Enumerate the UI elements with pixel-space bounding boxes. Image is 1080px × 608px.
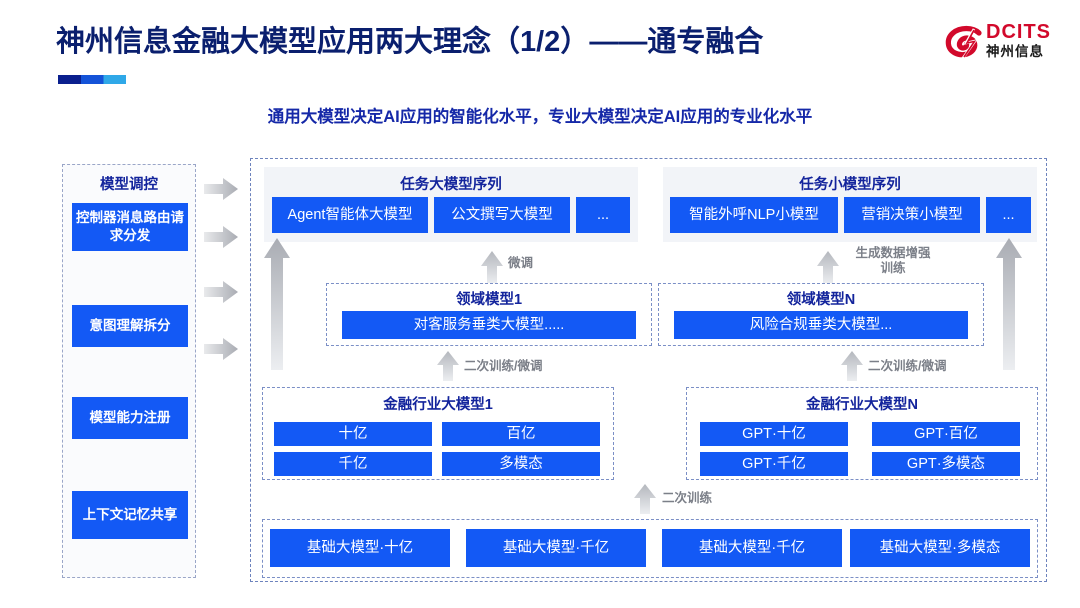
task-model-marketing-decision[interactable]: 营销决策小模型: [844, 197, 980, 233]
arrow-label-retrain-finetune-right: 二次训练/微调: [868, 359, 947, 373]
logo-text-block: DCITS 神州信息: [986, 22, 1051, 60]
task-model-agent[interactable]: Agent智能体大模型: [272, 197, 428, 233]
task-model-more[interactable]: ...: [576, 197, 630, 233]
task-large-model-heading: 任务大模型序列: [400, 177, 502, 193]
sidebar-title: 模型调控: [100, 177, 158, 193]
arrow-up-icon-retrain-finetune-left: [437, 351, 459, 381]
arrow-label-dataaug-line1: 生成数据增强: [855, 246, 931, 260]
industry-model-n-item-1[interactable]: GPT·十亿: [700, 422, 848, 446]
arrow-label-retrain: 二次训练: [662, 491, 713, 505]
industry-model-n-heading: 金融行业大模型N: [806, 397, 918, 413]
base-model-1[interactable]: 基础大模型·十亿: [270, 529, 450, 567]
page-subtitle: 通用大模型决定AI应用的智能化水平，专业大模型决定AI应用的专业化水平: [267, 108, 813, 126]
page-title: 神州信息金融大模型应用两大理念（1/2）——通专融合: [56, 26, 764, 58]
sidebar-item-context-memory[interactable]: 上下文记忆共享: [72, 491, 188, 539]
base-model-4[interactable]: 基础大模型·多模态: [850, 529, 1030, 567]
industry-model-1-item-1[interactable]: 十亿: [274, 422, 432, 446]
industry-model-1-heading: 金融行业大模型1: [383, 397, 493, 413]
arrow-right-icon-2: [204, 226, 238, 248]
arrow-label-finetune-left: 微调: [508, 256, 534, 270]
arrow-label-dataaug-line2: 训练: [880, 261, 906, 275]
arrow-label-retrain-finetune-left: 二次训练/微调: [464, 359, 543, 373]
arrow-up-icon-tall-right: [996, 238, 1022, 370]
task-model-outbound-nlp[interactable]: 智能外呼NLP小模型: [670, 197, 838, 233]
title-underline-rule: [58, 75, 126, 84]
sidebar-item-capability-registry[interactable]: 模型能力注册: [72, 397, 188, 439]
industry-model-n-item-3[interactable]: GPT·千亿: [700, 452, 848, 476]
sidebar-item-controller-routing[interactable]: 控制器消息路由请求分发: [72, 203, 188, 251]
arrow-up-icon-dataaug-right: [817, 251, 839, 284]
dcits-logo: DCITS 神州信息: [944, 20, 1062, 72]
arrow-right-icon-4: [204, 338, 238, 360]
arrow-up-icon-retrain: [634, 484, 656, 514]
sidebar-item-intent-parsing[interactable]: 意图理解拆分: [72, 305, 188, 347]
industry-model-1-item-4[interactable]: 多模态: [442, 452, 600, 476]
logo-cn-text: 神州信息: [986, 44, 1044, 59]
base-model-3[interactable]: 基础大模型·千亿: [662, 529, 842, 567]
domain-model-1-heading: 领域模型1: [455, 292, 523, 308]
arrow-up-icon-finetune-left: [481, 251, 503, 284]
industry-model-1-item-3[interactable]: 千亿: [274, 452, 432, 476]
arrow-up-icon-tall-left: [264, 238, 290, 370]
domain-model-n-item[interactable]: 风险合规垂类大模型...: [674, 311, 968, 339]
domain-model-n-heading: 领域模型N: [786, 292, 856, 308]
logo-en-text: DCITS: [986, 21, 1051, 43]
base-model-2[interactable]: 基础大模型·千亿: [466, 529, 646, 567]
industry-model-n-item-2[interactable]: GPT·百亿: [872, 422, 1020, 446]
task-model-more-2[interactable]: ...: [986, 197, 1031, 233]
model-control-panel: 模型调控 控制器消息路由请求分发 意图理解拆分 模型能力注册 上下文记忆共享: [62, 164, 196, 578]
domain-model-1-item[interactable]: 对客服务垂类大模型.....: [342, 311, 636, 339]
industry-model-n-item-4[interactable]: GPT·多模态: [872, 452, 1020, 476]
task-model-doc-writing[interactable]: 公文撰写大模型: [434, 197, 570, 233]
task-small-model-heading: 任务小模型序列: [799, 177, 901, 193]
arrow-right-icon-1: [204, 178, 238, 200]
arrow-right-icon-3: [204, 281, 238, 303]
arrow-up-icon-retrain-finetune-right: [841, 351, 863, 381]
industry-model-1-item-2[interactable]: 百亿: [442, 422, 600, 446]
swirl-logo-icon: [944, 24, 984, 64]
